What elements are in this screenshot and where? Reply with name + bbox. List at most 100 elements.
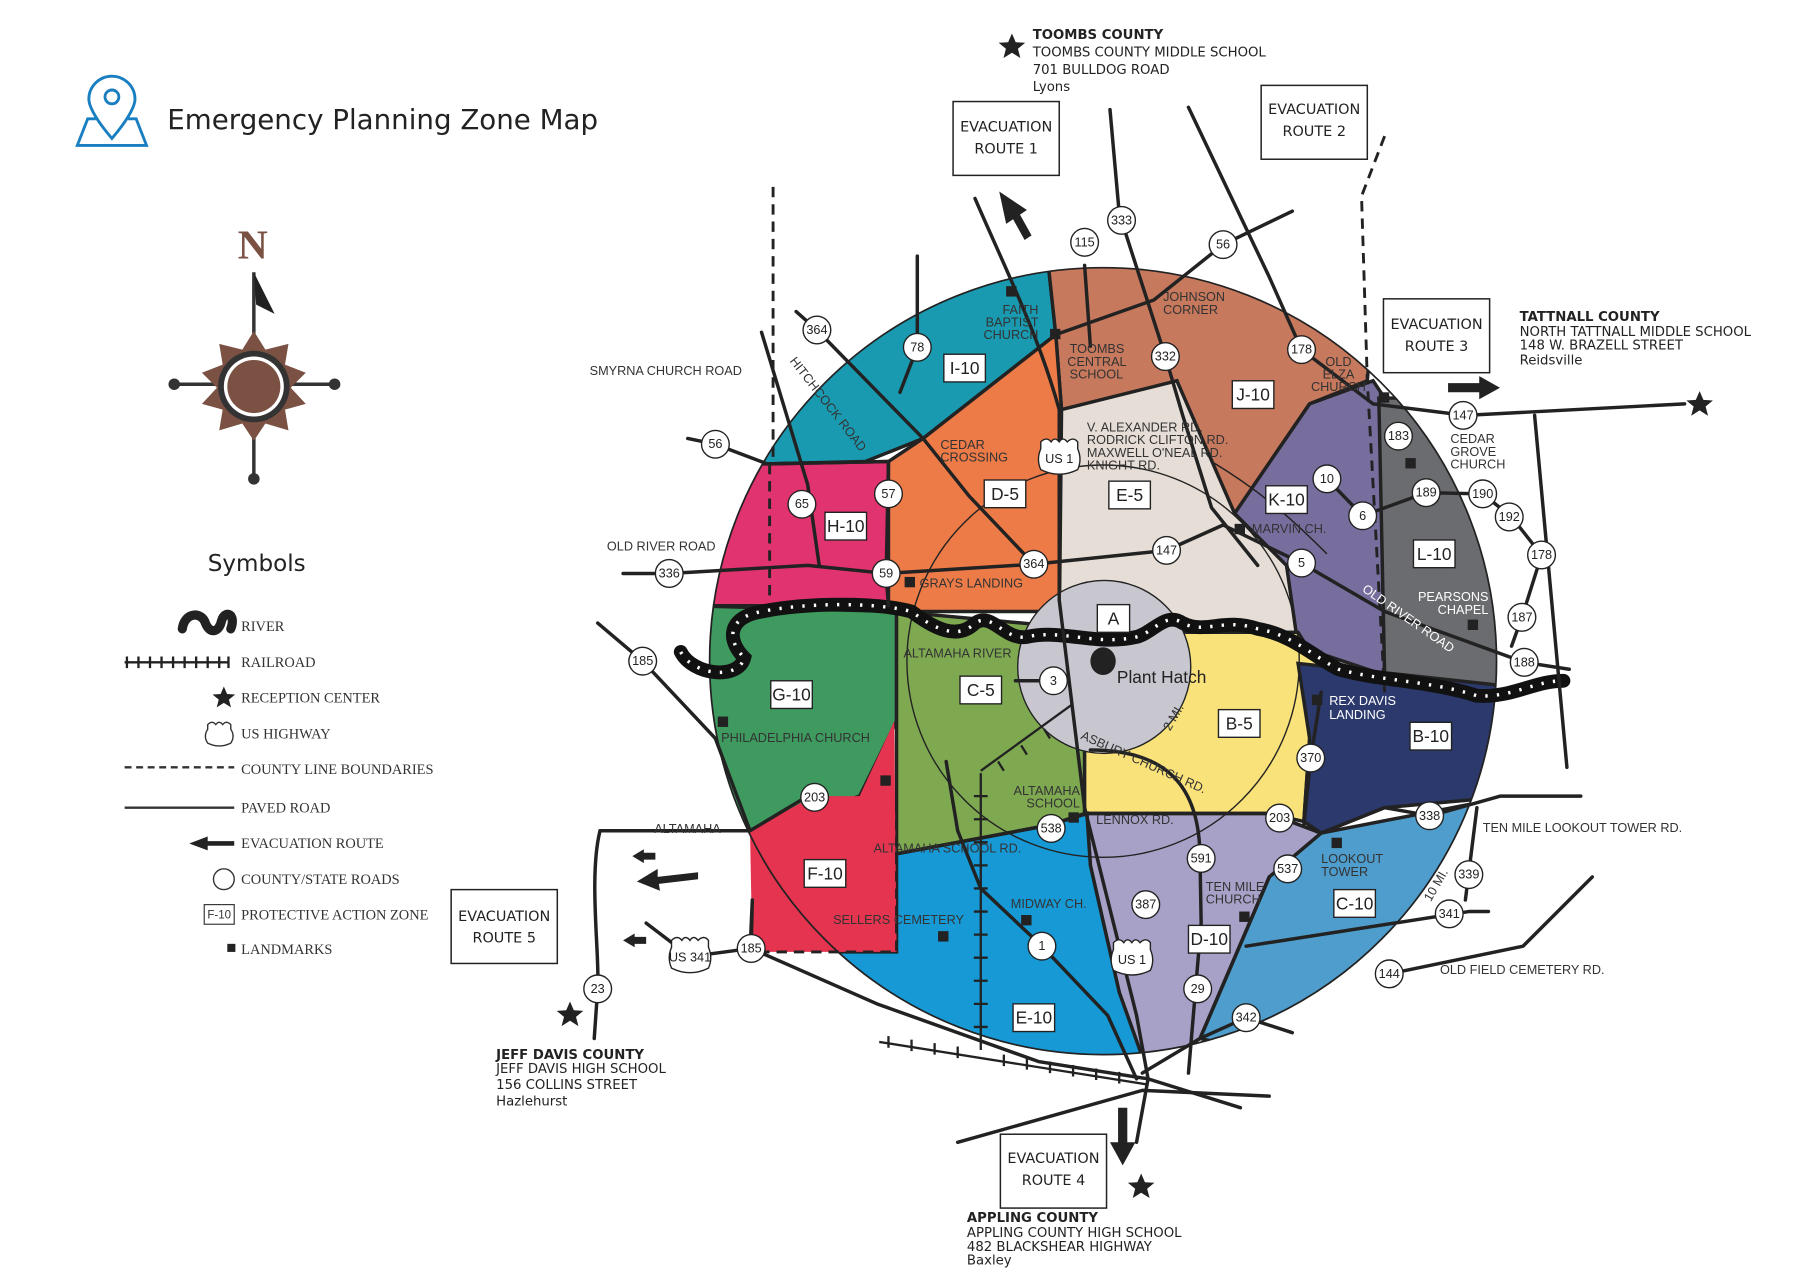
road-number: 387 [1135,898,1156,912]
zone-box-icon [203,904,235,925]
zone-k-10-area[interactable] [1232,378,1387,678]
place-label: TOOMBS [1070,342,1125,356]
road-number: 147 [1156,543,1177,557]
us-highway-number: US 1 [1045,452,1073,466]
zone-label-text: C-10 [1336,893,1374,913]
railroad-icon [124,656,230,669]
star-icon [1127,1173,1155,1199]
reception-city: Baxley [967,1254,1012,1269]
reception-county: TOOMBS COUNTY [1033,28,1164,43]
place-label: OLD [1325,355,1351,369]
road-marker-387: 387 [1131,890,1161,920]
zone-label-text: F-10 [807,863,843,883]
reception-address: 701 BULLDOG ROAD [1033,63,1170,78]
place-label: KNIGHT RD. [1087,459,1160,473]
road-marker-115: 115 [1070,227,1100,257]
reception-county: JEFF DAVIS COUNTY [495,1048,644,1063]
zone-label-text: C-5 [967,680,995,700]
road-number: 338 [1419,809,1440,823]
zone-label-text: E-10 [1016,1008,1053,1028]
road-marker-190: 190 [1468,479,1498,509]
road-marker-23: 23 [583,974,613,1004]
zone-label-text: D-5 [991,484,1019,504]
legend-item: COUNTY/STATE ROADS [241,872,400,888]
road-number: 342 [1236,1011,1257,1025]
road-number: 65 [795,497,809,511]
place-label: ALTAMAHA RIVER [903,647,1011,661]
road-marker-183: 183 [1383,421,1413,451]
place-label: TEN MILE LOOKOUT TOWER RD. [1483,821,1683,835]
road-number: 537 [1277,862,1298,876]
place-label: ELZA [1323,367,1355,381]
road-number: 178 [1291,343,1312,357]
reception-city: Lyons [1033,80,1071,95]
reception-city: Hazlehurst [496,1094,567,1109]
road-marker-339: 339 [1454,860,1484,890]
star-icon [998,33,1026,59]
reception-school: JEFF DAVIS HIGH SCHOOL [495,1062,666,1077]
river-icon [177,609,237,636]
road-number: 56 [1216,238,1230,252]
zone-label-text: D-10 [1190,929,1228,949]
place-label: CHAPEL [1438,603,1489,617]
county-road-circle-icon [212,868,235,891]
road-number: 178 [1531,548,1552,562]
zone-label-a: A [1096,603,1131,633]
road-marker-3: 3 [1038,666,1068,696]
us-highway-shield-icon [204,721,234,747]
evac-route-4-line2: ROUTE 4 [1022,1173,1086,1189]
zone-label-text: A [1108,608,1120,628]
legend-heading: Symbols [208,551,306,577]
road-marker-178: 178 [1287,335,1317,365]
county-line [752,135,1387,954]
road-number: 1 [1038,939,1045,953]
road-marker-29: 29 [1183,974,1213,1004]
road-marker-78: 78 [902,332,932,362]
road-number: 23 [591,982,605,996]
evac-route-2-line2: ROUTE 2 [1282,124,1346,140]
reception-centers: TOOMBS COUNTY TOOMBS COUNTY MIDDLE SCHOO… [495,28,1752,1268]
zone-b-10-area[interactable] [1296,661,1511,836]
place-label: TOWER [1321,865,1368,879]
road-marker-57: 57 [873,479,903,509]
map-pin-icon [75,74,149,147]
place-label: CHURCH [983,328,1038,342]
road-number: 332 [1155,350,1176,364]
road-number: 185 [632,654,653,668]
zone-label-text: I-10 [950,358,980,378]
place-label: TEN MILE [1206,880,1265,894]
railroad [879,702,1149,1086]
reception-city: Reidsville [1520,354,1583,369]
legend-item: LANDMARKS [241,942,332,958]
road-marker-147: 147 [1448,400,1478,430]
road-marker-538: 538 [1036,813,1066,843]
zone-label-text: L-10 [1417,544,1452,564]
legend: Symbols F-10 RIVER RAILROAD RECEPTION CE… [124,551,433,958]
road-marker-65: 65 [787,489,817,519]
road-number: 364 [806,323,827,337]
us-highway-number: US 1 [1118,953,1146,967]
legend-item: PROTECTIVE ACTION ZONE [241,908,428,924]
road-marker-147: 147 [1152,535,1182,565]
road-marker-370: 370 [1296,743,1326,773]
place-label: SCHOOL [1070,367,1124,381]
road-marker-1: 1 [1027,931,1057,961]
road-marker-189: 189 [1411,478,1441,508]
star-icon [556,1001,584,1027]
road-marker-144: 144 [1374,959,1404,989]
road-marker-338: 338 [1415,801,1445,831]
page-title: Emergency Planning Zone Map [167,103,598,136]
place-label: MARVIN CH. [1252,522,1327,536]
place-label: ALTAMAHA [654,822,721,836]
road-number: 115 [1074,235,1094,249]
reception-address: 148 W. BRAZELL STREET [1520,339,1684,354]
road-number: 339 [1458,868,1479,882]
place-label: CHURCH [1450,457,1505,471]
zone-label-g-10: G-10 [770,680,813,710]
evacuation-route-arrows [623,191,1500,1166]
reception-school: NORTH TATTNALL MIDDLE SCHOOL [1520,325,1752,340]
road-number: 189 [1416,486,1437,500]
zone-label-j-10: J-10 [1231,380,1275,410]
road-marker-187: 187 [1507,602,1537,632]
